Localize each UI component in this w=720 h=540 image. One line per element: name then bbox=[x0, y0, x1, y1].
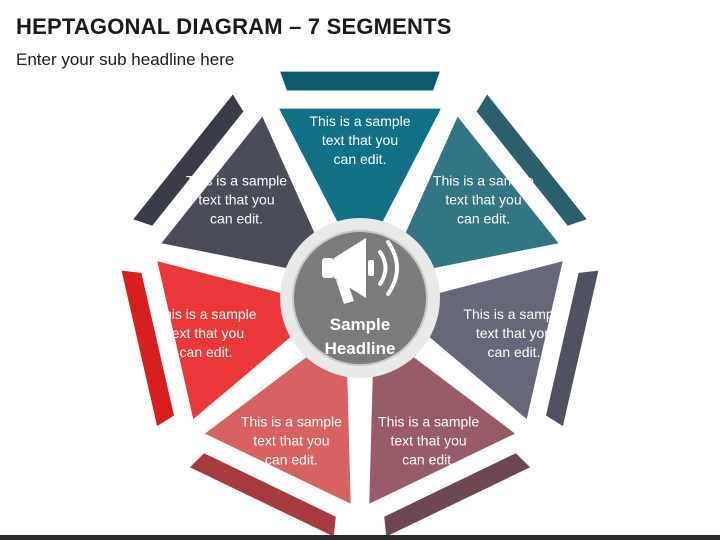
segment-1 bbox=[279, 108, 441, 222]
segment-1-text-line-3: can edit. bbox=[334, 151, 387, 167]
segment-5-text-line-1: This is a sample bbox=[241, 413, 342, 429]
segment-3-text-line-1: This is a sample bbox=[463, 306, 564, 322]
center-headline-line-1: Sample bbox=[330, 315, 390, 334]
segment-5 bbox=[204, 357, 351, 504]
segment-3-text-line-2: text that you bbox=[476, 325, 552, 341]
segment-frame-4 bbox=[384, 453, 531, 537]
segment-4 bbox=[369, 357, 516, 504]
segment-1-text-line-1: This is a sample bbox=[309, 113, 410, 129]
segment-2 bbox=[405, 116, 559, 268]
segment-2-text-line-2: text that you bbox=[445, 192, 521, 208]
segment-2-text-line-3: can edit. bbox=[457, 211, 510, 227]
segment-frame-5 bbox=[189, 453, 336, 537]
segment-6-text-line-3: can edit. bbox=[180, 344, 233, 360]
segment-3-text-line-3: can edit. bbox=[488, 344, 541, 360]
segment-6-text-line-1: This is a sample bbox=[155, 306, 256, 322]
segment-6-text-line-2: text that you bbox=[168, 325, 244, 341]
segment-6 bbox=[157, 261, 291, 420]
segment-2-text-line-1: This is a sample bbox=[433, 173, 534, 189]
segment-frame-2 bbox=[476, 94, 587, 226]
segment-4-text-line-3: can edit. bbox=[402, 451, 455, 467]
segment-1-text-line-2: text that you bbox=[322, 132, 398, 148]
segment-frame-6 bbox=[121, 270, 174, 427]
segment-7-text-line-2: text that you bbox=[198, 192, 274, 208]
center-hub: Sample Headline bbox=[280, 218, 440, 378]
segment-7 bbox=[161, 116, 315, 268]
center-headline-line-2: Headline bbox=[325, 339, 396, 358]
megaphone-icon bbox=[322, 238, 399, 304]
segment-5-text-line-2: text that you bbox=[253, 432, 329, 448]
footer-bar bbox=[0, 535, 720, 540]
segment-7-text-line-1: This is a sample bbox=[186, 173, 287, 189]
segment-4-text-line-2: text that you bbox=[390, 432, 466, 448]
segment-3 bbox=[429, 261, 563, 420]
segment-7-text-line-3: can edit. bbox=[210, 211, 263, 227]
page-subtitle: Enter your sub headline here bbox=[16, 50, 235, 69]
segment-frame-1 bbox=[280, 71, 440, 91]
page-title: HEPTAGONAL DIAGRAM – 7 SEGMENTS bbox=[16, 14, 452, 39]
segment-frame-3 bbox=[546, 270, 599, 427]
segment-5-text-line-3: can edit. bbox=[265, 451, 318, 467]
segment-frame-7 bbox=[133, 94, 244, 226]
segment-4-text-line-1: This is a sample bbox=[378, 413, 479, 429]
